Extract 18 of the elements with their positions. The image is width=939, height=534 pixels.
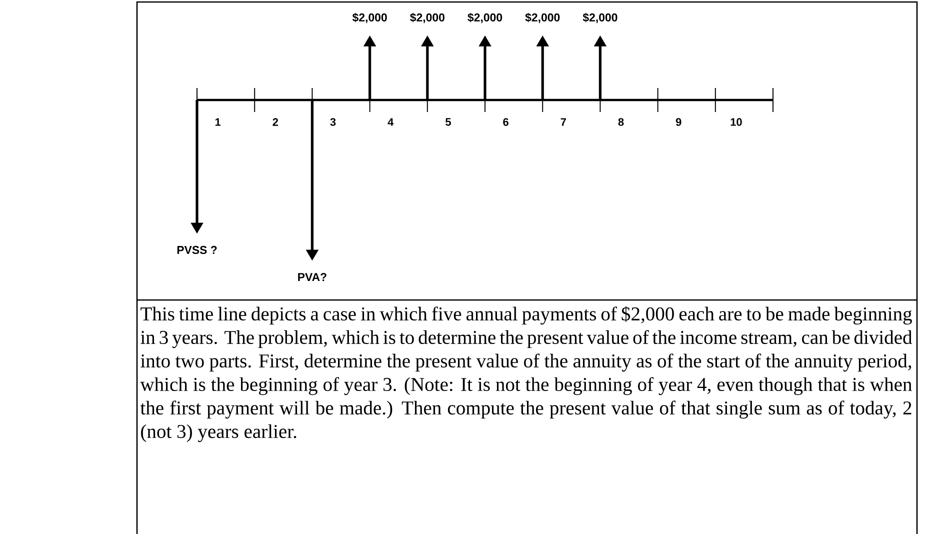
amount-label: $2,000 xyxy=(525,12,560,24)
year-number: 6 xyxy=(503,118,508,126)
amount-label: $2,000 xyxy=(582,12,618,24)
year-number: 1 xyxy=(215,118,221,126)
year-number: 9 xyxy=(676,118,682,126)
year-number: 2 xyxy=(272,118,278,126)
caption: This time line depicts a case in which five annual payments of $2,000 each are to be made beginning in 3 years. The problem, which is to determine the present value of the income stream, can be divided into two parts. First, determine the present value of the annuity as of the start of the annuity period, which is the beginning of year 3. (Note: It is not the beginning of year 4, even though that is when the first payment will be made.) Then compute the present value of that single sum as of today, 2 (not 3) years earlier. xyxy=(140,306,912,442)
year-number: 7 xyxy=(560,118,566,126)
amount-label: $2,000 xyxy=(410,12,444,24)
year-number: 5 xyxy=(446,118,451,126)
amount-label: $2,000 xyxy=(468,12,502,24)
amount-label: $2,000 xyxy=(352,12,387,24)
unknown-label: PVSS ? xyxy=(177,246,217,254)
year-number: 4 xyxy=(388,118,394,126)
year-number: 10 xyxy=(730,118,742,126)
year-number: 3 xyxy=(330,118,336,126)
unknown-label: PVA? xyxy=(298,273,326,281)
year-number: 8 xyxy=(618,118,624,126)
